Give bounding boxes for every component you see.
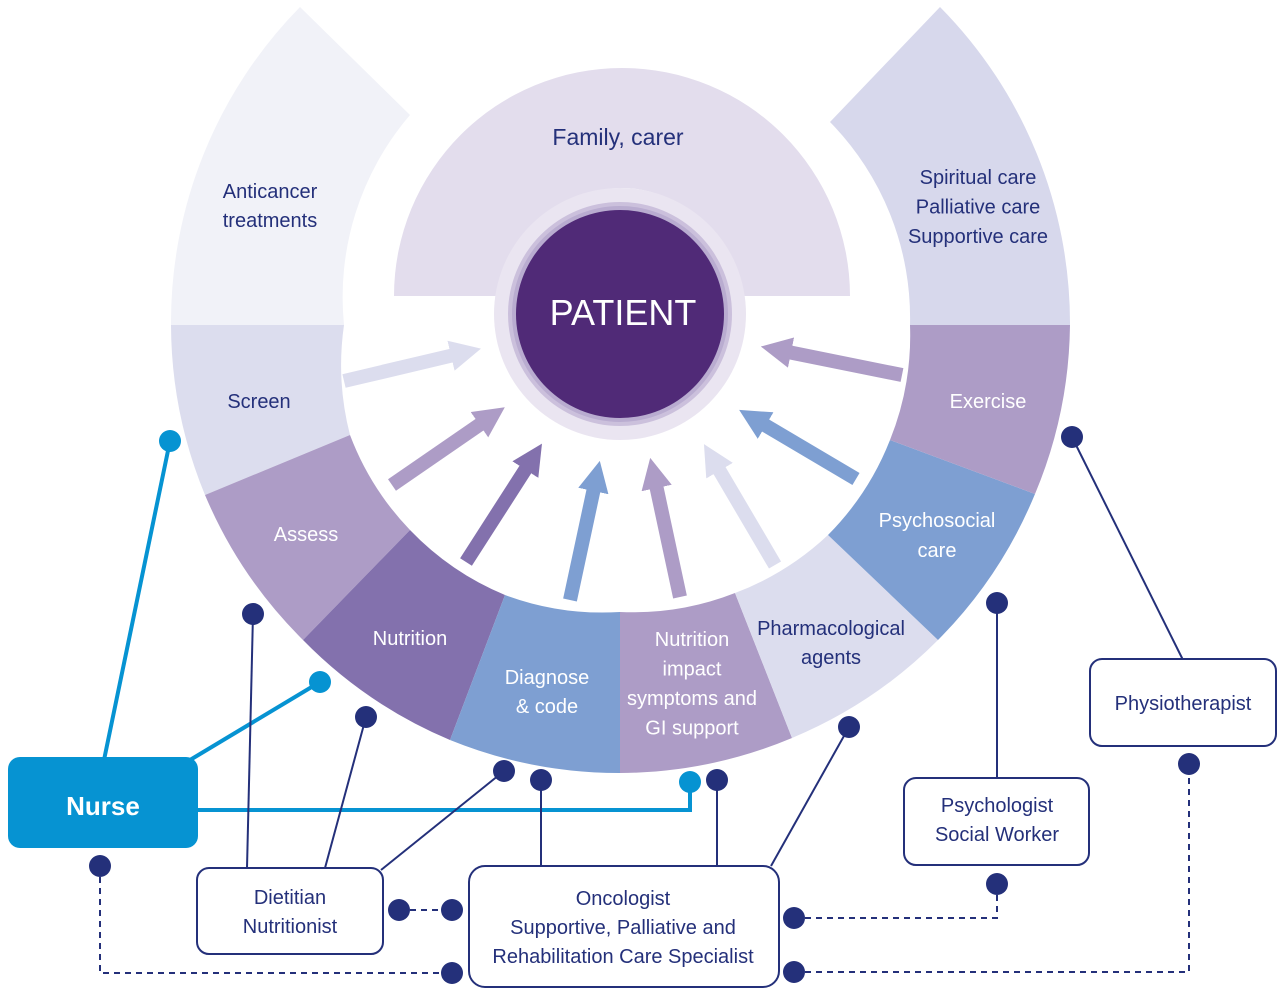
arrow-pharma	[703, 444, 782, 569]
segment-label-pharma: agents	[801, 647, 861, 669]
patient-label: PATIENT	[550, 292, 697, 333]
connector-dots	[89, 426, 1200, 984]
segment-assess	[205, 435, 410, 640]
segment-label-diagnose: Diagnose	[505, 667, 590, 689]
segment-spiritual-palliative-supportive-care	[830, 7, 1071, 325]
segment-label-diagnose: & code	[516, 696, 578, 718]
segment-label-assess: Assess	[274, 524, 338, 546]
physiotherapist-box	[1089, 658, 1277, 747]
professional-label-oncologist: Supportive, Palliative and	[510, 917, 736, 939]
segment-anticancer-treatments	[170, 7, 410, 325]
segment-label-spiritual: Supportive care	[908, 226, 1048, 248]
arrow-exercise	[760, 337, 904, 382]
professional-label-nurse: Nurse	[66, 791, 140, 821]
segment-label-nis: impact	[663, 659, 722, 681]
segment-label-anticancer: Anticancer	[223, 181, 318, 203]
arrow-psychosocial	[739, 409, 860, 486]
arrow-nis	[641, 457, 687, 599]
team-connectors	[246, 436, 1184, 871]
professional-label-oncologist: Rehabilitation Care Specialist	[492, 946, 754, 968]
segment-label-psychosocial: Psychosocial	[879, 510, 996, 532]
segment-psychosocial-care	[828, 440, 1035, 640]
professional-label-oncologist: Oncologist	[576, 888, 671, 910]
professional-label-dietitian: Dietitian	[254, 887, 326, 909]
patient-circle	[516, 210, 724, 418]
outer-ring	[170, 7, 1071, 774]
segment-label-nutrition: Nutrition	[373, 628, 447, 650]
segment-nutrition	[303, 530, 505, 740]
professional-label-psychologist: Social Worker	[935, 824, 1059, 846]
segment-label-exercise: Exercise	[950, 391, 1027, 413]
arrow-assess	[388, 407, 505, 491]
professional-label-dietitian: Nutritionist	[243, 916, 338, 938]
segment-label-psychosocial: care	[918, 540, 957, 562]
segment-label-screen: Screen	[227, 391, 290, 413]
segment-nutrition-impact-symptoms	[620, 593, 792, 773]
professional-label-physio: Physiotherapist	[1115, 693, 1252, 715]
segment-label-nis: Nutrition	[655, 629, 729, 651]
dietitian-box	[196, 867, 384, 955]
nurse-box	[8, 757, 198, 848]
professional-label-psychologist: Psychologist	[941, 795, 1054, 817]
arrows	[342, 337, 904, 602]
segment-screen	[171, 325, 350, 495]
arrow-screen	[342, 340, 481, 388]
arrow-diagnose	[563, 460, 609, 602]
segment-exercise	[890, 325, 1070, 494]
segment-label-spiritual: Spiritual care	[920, 167, 1037, 189]
segment-label-nis: GI support	[645, 718, 739, 740]
segment-label-nis: symptoms and	[627, 688, 757, 710]
family-carer-ring	[394, 68, 850, 296]
segment-label-anticancer: treatments	[223, 210, 317, 232]
psychologist-box	[903, 777, 1090, 866]
arrow-nutrition	[460, 443, 542, 566]
segment-diagnose-code	[450, 595, 620, 774]
segment-label-pharma: Pharmacological	[757, 618, 905, 640]
segment-pharmacological-agents	[735, 535, 938, 738]
segment-label-spiritual: Palliative care	[916, 197, 1041, 219]
family-carer-label: Family, carer	[552, 124, 684, 150]
oncologist-box	[468, 865, 780, 988]
segment-labels: Anticancer treatmentsScreenAssessNutritio…	[223, 167, 1048, 740]
